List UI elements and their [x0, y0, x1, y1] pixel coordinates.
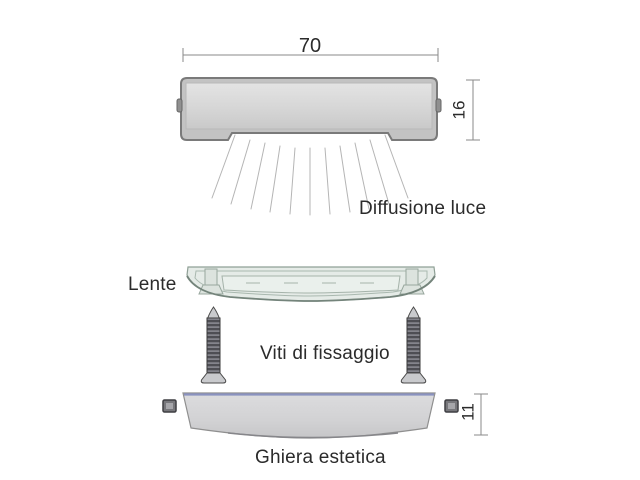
bezel	[162, 392, 459, 439]
light-ray	[289, 147, 296, 215]
bezel-label: Ghiera estetica	[255, 447, 386, 468]
end-cap-right-face	[448, 403, 455, 409]
light-ray	[250, 142, 266, 210]
light-ray	[269, 145, 281, 213]
dimension-bezel-height: 11	[459, 393, 488, 436]
lens-tower-right	[405, 268, 419, 286]
dimension-bezel-height-value: 11	[459, 403, 478, 421]
fixture-body	[176, 77, 442, 141]
dimension-body-height: 16	[450, 79, 480, 141]
end-cap-left-face	[166, 403, 173, 409]
dimension-width: 70	[182, 35, 439, 62]
lens-screw-towers	[198, 268, 425, 295]
screw-left	[200, 306, 227, 384]
light-rays	[211, 134, 409, 216]
dimension-width-value: 70	[299, 35, 321, 57]
light-ray	[369, 139, 390, 205]
light-ray	[324, 147, 331, 215]
lens	[186, 266, 436, 302]
side-nub-left	[176, 98, 183, 113]
light-ray	[354, 142, 370, 210]
bezel-outline	[182, 392, 436, 439]
lens-tower-left	[204, 268, 218, 286]
screw-shaft	[206, 317, 221, 374]
fixture-face	[185, 82, 433, 130]
lens-front-edge	[186, 275, 436, 302]
light-ray	[230, 139, 251, 205]
lens-label: Lente	[128, 274, 177, 295]
lens-tower-base-right	[399, 284, 425, 295]
screw-tip	[206, 306, 221, 319]
light-ray	[211, 134, 236, 199]
bezel-end-caps	[162, 399, 459, 413]
side-nub-right	[435, 98, 442, 113]
bezel-bottom-shadow	[227, 432, 399, 439]
light-ray	[339, 145, 351, 213]
screw-head	[200, 372, 227, 384]
lens-panel	[221, 275, 401, 294]
dimension-body-height-value: 16	[450, 101, 469, 120]
light-ray	[384, 134, 409, 199]
screws-label: Viti di fissaggio	[260, 343, 390, 364]
diffusion-label: Diffusione luce	[359, 198, 486, 219]
screw-right	[400, 306, 427, 384]
